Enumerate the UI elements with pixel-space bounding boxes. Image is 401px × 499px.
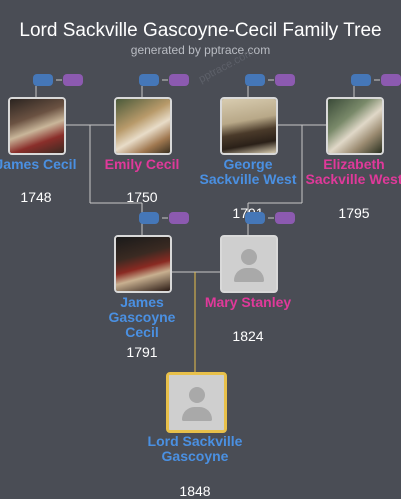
father-pill-icon[interactable] [245,74,265,86]
portrait-mary-stanley[interactable] [220,235,278,293]
father-pill-icon[interactable] [139,212,159,224]
portrait-george-sackville-west[interactable] [220,97,278,155]
page-title: Lord Sackville Gascoyne-Cecil Family Tre… [19,20,382,41]
person-name[interactable]: Lord Sackville Gascoyne [147,433,243,464]
person-year: 1795 [338,205,370,221]
person-year: 1824 [232,328,264,344]
portrait-elizabeth-sackville-west[interactable] [326,97,384,155]
person-silhouette-icon [169,375,224,430]
mother-pill-icon[interactable] [275,212,295,224]
portrait-james-cecil[interactable] [8,97,66,155]
person-name[interactable]: James Cecil [0,156,77,172]
mother-pill-icon[interactable] [381,74,401,86]
person-name[interactable]: Emily Cecil [104,156,180,172]
person-year: 1750 [126,189,158,205]
person-silhouette-icon [222,237,276,291]
person-name[interactable]: George Sackville West [199,156,297,187]
portrait-lord-sackville-gascoyne[interactable] [166,372,227,433]
mother-pill-icon[interactable] [275,74,295,86]
portrait-emily-cecil[interactable] [114,97,172,155]
father-pill-icon[interactable] [33,74,53,86]
mother-pill-icon[interactable] [169,74,189,86]
person-year: 1848 [179,483,211,499]
father-pill-icon[interactable] [245,212,265,224]
person-name[interactable]: Mary Stanley [204,294,292,310]
father-pill-icon[interactable] [351,74,371,86]
mother-pill-icon[interactable] [63,74,83,86]
person-name[interactable]: Elizabeth Sackville West [305,156,401,187]
person-name[interactable]: James Gascoyne Cecil [108,294,176,340]
person-year: 1748 [20,189,52,205]
person-year: 1791 [126,344,158,360]
page-subtitle: generated by pptrace.com [130,43,271,57]
father-pill-icon[interactable] [139,74,159,86]
mother-pill-icon[interactable] [169,212,189,224]
portrait-james-gascoyne-cecil[interactable] [114,235,172,293]
